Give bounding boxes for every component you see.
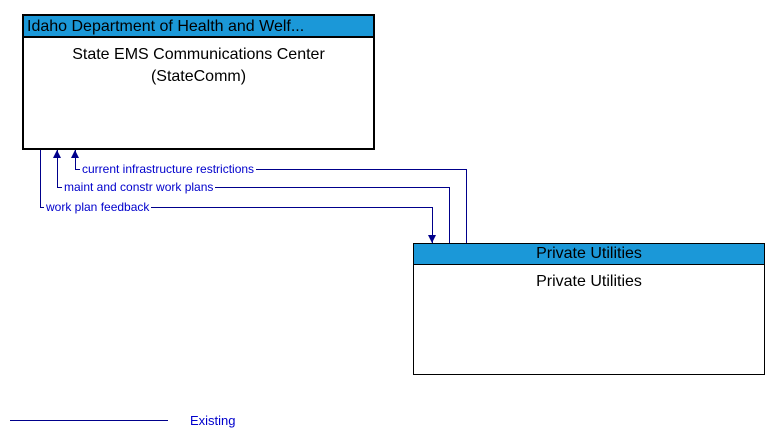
entity-title-line-2: (StateComm): [150, 68, 247, 85]
entity-body-statecomm: State EMS Communications Center (StateCo…: [24, 38, 373, 88]
arrowhead-up-icon: [53, 150, 61, 158]
entity-box-statecomm[interactable]: Idaho Department of Health and Welf... S…: [22, 14, 375, 150]
connector-line: [40, 150, 41, 207]
entity-header-private-utilities: Private Utilities: [414, 244, 764, 265]
legend-existing-line: [10, 420, 168, 421]
arrowhead-down-icon: [428, 235, 436, 243]
flow-label-current-infrastructure-restrictions: current infrastructure restrictions: [80, 162, 257, 176]
arrowhead-up-icon: [71, 150, 79, 158]
entity-box-private-utilities[interactable]: Private Utilities Private Utilities: [413, 243, 765, 375]
connector-line: [40, 207, 432, 208]
connector-line: [57, 150, 58, 187]
connector-line: [75, 169, 466, 170]
connector-line: [432, 207, 433, 243]
connector-line: [57, 187, 449, 188]
connector-line: [75, 150, 76, 169]
flow-label-maint-and-constr-work-plans: maint and constr work plans: [62, 180, 216, 194]
entity-title-line-1: State EMS Communications Center: [72, 46, 325, 63]
connector-line: [466, 169, 467, 243]
legend-existing-label: Existing: [190, 413, 236, 428]
flow-label-work-plan-feedback: work plan feedback: [44, 200, 152, 214]
entity-body-private-utilities: Private Utilities: [414, 265, 764, 293]
entity-header-statecomm: Idaho Department of Health and Welf...: [24, 16, 373, 38]
entity-title-line-1: Private Utilities: [536, 273, 642, 290]
connector-line: [449, 187, 450, 243]
